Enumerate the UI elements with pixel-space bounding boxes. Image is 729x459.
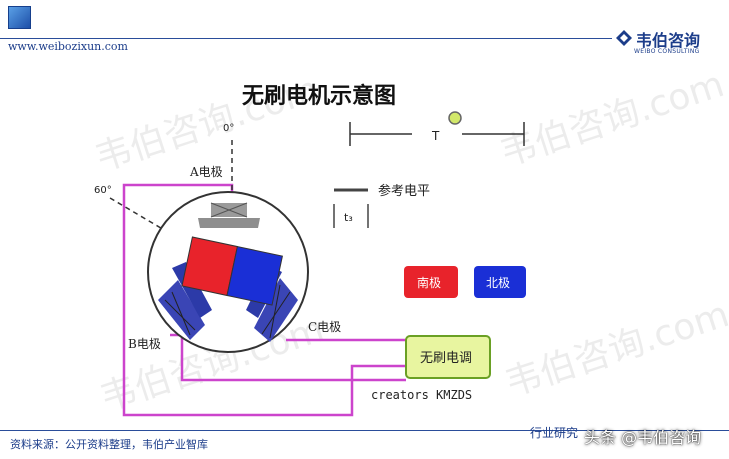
rotor [181,236,283,306]
diagram-title: 无刷电机示意图 [242,84,397,109]
period-indicator [349,111,525,146]
site-url: www.weibozixun.com [8,40,128,53]
credit-label: creators KMZDS [371,388,472,402]
legend-south-label: 南极 [417,275,441,290]
pole-b-label: B电极 [128,337,161,351]
brand: 韦伯咨询 WEIBO CONSULTING [616,26,726,56]
stator-b [158,262,212,340]
toutiao-overlay: 头条 @韦伯咨询 [584,428,702,447]
controller-box [405,335,491,379]
brand-name-cn: 韦伯咨询 [636,31,701,50]
brand-name-en: WEIBO CONSULTING [634,48,700,55]
wire-b [170,333,406,382]
t3-label: t₃ [344,211,353,224]
legend-north-swatch [474,266,526,298]
ref-level-label: 参考电平 [378,183,430,199]
stator-a [198,202,260,228]
legend-north-label: 北极 [486,276,510,290]
brand-diamond-icon [616,30,632,46]
period-label: T [431,129,440,143]
footer-source: 资料来源：公开资料整理，韦伯产业智库 [10,438,208,451]
pole-c-label: C电极 [308,320,341,334]
pole-a-label: A电极 [189,165,223,179]
controller-label: 无刷电调 [420,351,472,366]
legend-south-swatch [404,266,458,298]
footer-divider [0,430,729,431]
angle-0-label: 0° [223,123,234,134]
indicator-dot [448,111,462,125]
angle-60-label: 60° [94,185,112,196]
header-divider [0,38,612,39]
header-logo-square [8,6,31,29]
footer-right-text: 行业研究 [530,426,579,440]
